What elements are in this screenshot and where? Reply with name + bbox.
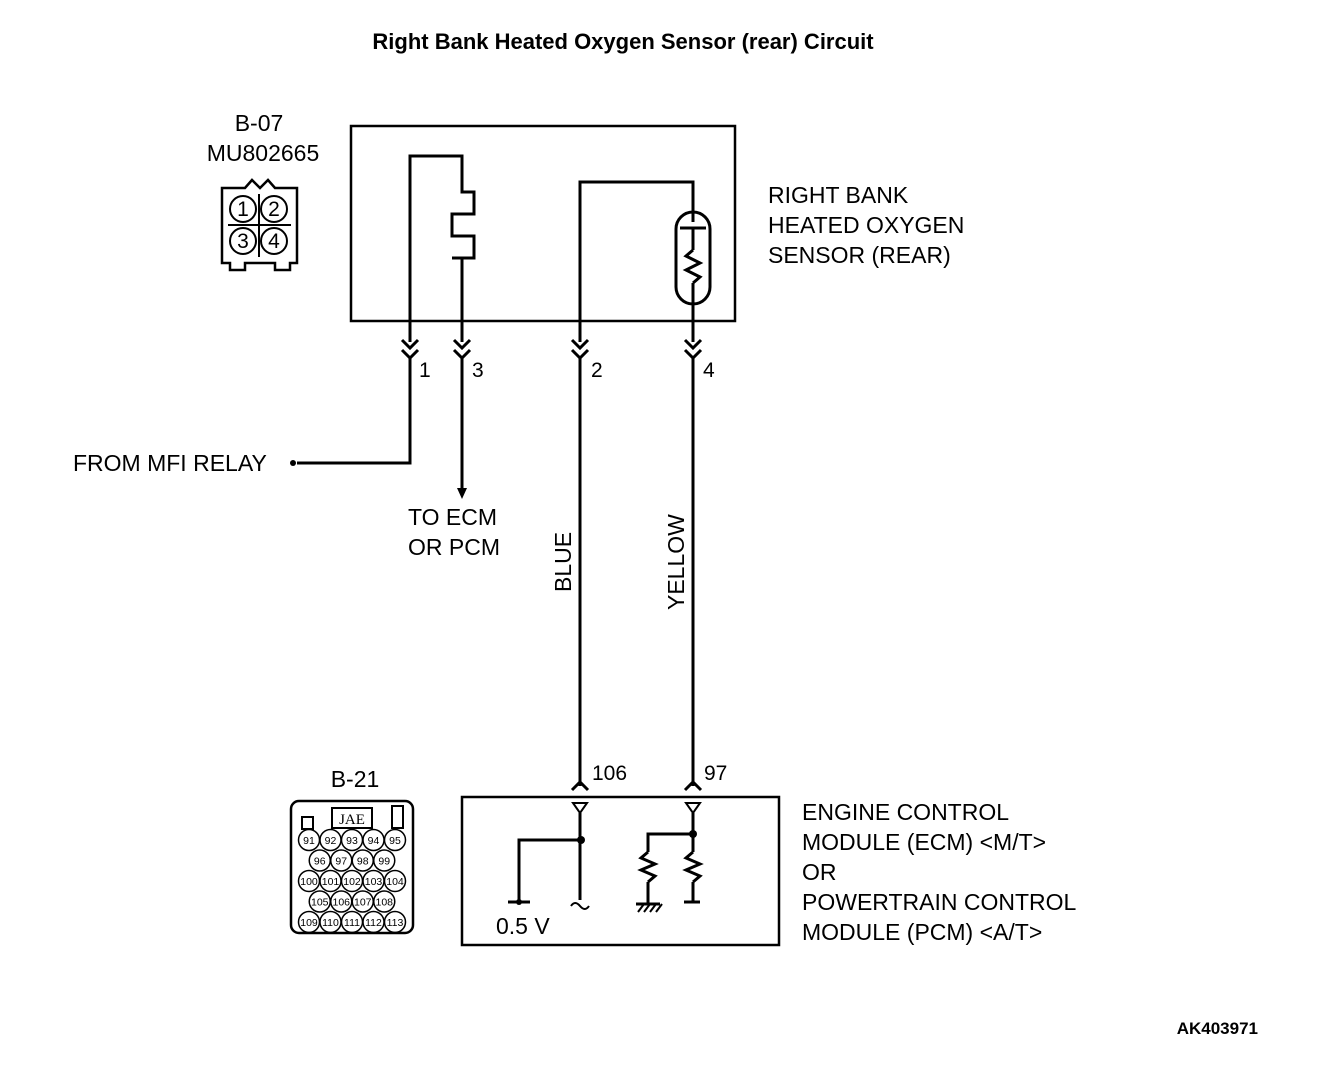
wire-pin-1: [297, 358, 412, 465]
ecm-connector-pin-label: 109: [300, 917, 318, 929]
ecm-connector-pin-label: 100: [300, 876, 318, 888]
ecm-connector-pin-label: 112: [365, 917, 382, 929]
sensor-pin-4-label: 4: [703, 359, 715, 382]
diagram-title: Right Bank Heated Oxygen Sensor (rear) C…: [372, 29, 874, 54]
reference-voltage-label: 0.5 V: [496, 913, 550, 939]
ecm-internal-circuit: [508, 802, 704, 913]
from-mfi-relay-label: FROM MFI RELAY: [73, 450, 267, 476]
sensor-pin-2-label: 2: [591, 359, 603, 382]
sensor-connector-pin-4: 4: [268, 230, 280, 253]
ecm-terminal-106: 106: [592, 762, 627, 785]
sensor-name-line-2: HEATED OXYGEN: [768, 212, 964, 238]
ecm-connector-pin: [373, 849, 396, 872]
figure-code: AK403971: [1177, 1019, 1258, 1038]
sensor-name-line-3: SENSOR (REAR): [768, 242, 951, 268]
sensor-box: [349, 124, 737, 323]
sensing-element-wire: [578, 180, 695, 342]
ecm-connector-pin-label: 105: [311, 897, 329, 909]
ecm-connector-pin-label: 110: [322, 917, 339, 929]
ecm-connector-pin-label: 106: [332, 897, 350, 909]
to-ecm-line-1: TO ECM: [408, 504, 497, 530]
wire-color-blue: BLUE: [550, 532, 576, 592]
sensor-connector-face-icon: 1 2 3 4: [220, 178, 299, 272]
ecm-connector-pin: [383, 828, 407, 852]
ecm-label-line-5: MODULE (PCM) <A/T>: [802, 919, 1042, 945]
ecm-connector-maker: JAE: [339, 812, 365, 828]
ecm-connector-pin-label: 91: [303, 835, 315, 847]
ecm-connector-pin-label: 93: [346, 835, 358, 847]
ecm-connector-pin-label: 95: [389, 835, 401, 847]
ecm-label-line-1: ENGINE CONTROL: [802, 799, 1009, 825]
relay-wire-end-dot: [290, 460, 296, 466]
wire-color-yellow: YELLOW: [663, 514, 689, 610]
ecm-label-line-2: MODULE (ECM) <M/T>: [802, 829, 1046, 855]
ecm-connector-pin-label: 92: [325, 835, 337, 847]
ecm-connector-pin-label: 108: [375, 897, 393, 909]
ecm-connector-pin-label: 101: [322, 876, 340, 888]
sensing-element-icon: [674, 210, 712, 342]
ecm-connector-pin-label: 99: [378, 856, 390, 868]
sensor-name-line-1: RIGHT BANK: [768, 182, 909, 208]
sensor-connector-part: MU802665: [207, 140, 320, 166]
ecm-connector-pin-label: 94: [368, 835, 380, 847]
ecm-connector-id: B-21: [331, 766, 380, 792]
ecm-connector-pin-label: 113: [387, 917, 404, 929]
ecm-connector-pin-label: 97: [335, 856, 347, 868]
sensor-pin-1-label: 1: [419, 359, 431, 382]
sensor-connector-pin-1: 1: [237, 198, 249, 221]
to-ecm-line-2: OR PCM: [408, 534, 500, 560]
ecm-connector-pin-label: 102: [343, 876, 361, 888]
ecm-label-line-4: POWERTRAIN CONTROL: [802, 889, 1077, 915]
ecm-connector-pin-label: 107: [354, 897, 372, 909]
ecm-terminal-chevrons: [570, 779, 703, 792]
sensor-pin-3-label: 3: [472, 359, 484, 382]
sensor-connector-id: B-07: [235, 110, 284, 136]
sensor-connector-pin-2: 2: [268, 198, 280, 221]
ecm-connector-pin-label: 98: [357, 856, 369, 868]
ecm-connector-pin-label: 103: [365, 876, 383, 888]
ecm-box: [460, 795, 781, 947]
ecm-connector-pin: [373, 890, 396, 913]
ecm-connector-pin-label: 104: [386, 876, 404, 888]
wire-pin-3-arrow: [457, 488, 467, 499]
ecm-connector-pin: [383, 869, 407, 893]
heater-element: [408, 154, 476, 342]
sensor-connector-pin-3: 3: [237, 230, 249, 253]
ecm-connector-pin-label: 96: [314, 856, 326, 868]
ecm-label-line-3: OR: [802, 859, 837, 885]
ecm-connector-pin: [383, 910, 407, 934]
ecm-connector-pin-label: 111: [344, 917, 360, 929]
sensor-pin-chevrons: [400, 338, 703, 361]
ecm-terminal-97: 97: [704, 762, 727, 785]
